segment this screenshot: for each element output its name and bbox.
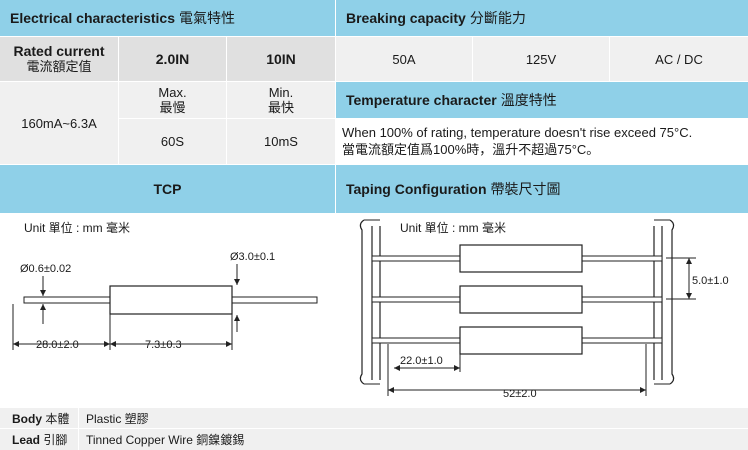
min-value: 10mS [264,134,298,149]
electrical-header: Electrical characteristics 電氣特性 [0,0,335,36]
taping-header: Taping Configuration 帶裝尺寸圖 [336,165,748,213]
max-label-cell: Max. 最慢 [119,82,226,118]
tcp-unit: Unit 單位 : mm 毫米 [24,221,131,235]
tcp-drawing: Unit 單位 : mm 毫米 Ø0.6±0.02 Ø3.0±0.1 28.0±… [0,214,335,406]
temperature-header: Temperature character 溫度特性 [336,82,748,118]
tcp-title: TCP [153,181,182,197]
dim-pitch: 5.0±1.0 [692,275,729,287]
body-value: Plastic 塑膠 [86,411,149,426]
temperature-line-zh: 當電流額定值爲100%時，溫升不超過75°C。 [342,142,600,157]
taping-title-zh: 帶裝尺寸圖 [490,181,561,197]
col-10in-label: 10IN [266,50,296,67]
col-2in-header: 2.0IN [119,37,226,81]
taping-diagram: 5.0±1.0 22.0±1.0 52±2.0 [359,219,729,400]
dim-offset: 22.0±1.0 [400,355,443,367]
breaking-voltage-text: 125V [525,51,557,67]
max-label-zh: 最慢 [159,100,186,115]
temperature-line-en: When 100% of rating, temperature doesn't… [342,125,693,140]
max-value: 60S [160,134,185,149]
body-label-zh: 本體 [45,411,70,426]
current-range-cell: 160mA~6.3A [0,82,118,164]
max-value-cell: 60S [119,119,226,164]
temperature-title: Temperature character [346,92,497,108]
dim-wire-diameter: Ø0.6±0.02 [20,263,71,275]
electrical-title-zh: 電氣特性 [179,10,235,26]
min-label-cell: Min. 最快 [227,82,335,118]
dim-lead-length: 28.0±2.0 [36,339,79,351]
dim-width: 52±2.0 [503,388,537,400]
taping-drawing: Unit 單位 : mm 毫米 [336,214,748,406]
electrical-title: Electrical characteristics [10,10,175,26]
breaking-current-text: 50A [392,51,416,67]
body-row: Body 本體 Plastic 塑膠 [0,408,748,428]
min-label: Min. [268,85,294,100]
current-range-text: 160mA~6.3A [21,115,97,131]
dim-body-length: 7.3±0.3 [145,339,182,351]
lead-value: Tinned Copper Wire 銅鎳鍍錫 [86,433,245,447]
temperature-title-zh: 溫度特性 [500,92,557,108]
tcp-header: TCP [0,165,335,213]
breaking-type-text: AC / DC [655,51,703,67]
min-label-zh: 最快 [267,100,294,115]
lead-label-zh: 引腳 [43,433,68,447]
breaking-title-zh: 分斷能力 [469,10,526,26]
lead-row: Lead 引腳 Tinned Copper Wire 銅鎳鍍錫 [0,429,748,450]
breaking-value-current: 50A [336,37,472,81]
temperature-text: When 100% of rating, temperature doesn't… [336,119,748,164]
min-value-cell: 10mS [227,119,335,164]
breaking-value-type: AC / DC [610,37,748,81]
max-label: Max. [158,85,187,100]
col-10in-header: 10IN [227,37,335,81]
body-label: Body [12,411,42,426]
rated-current-cell: Rated current 電流額定值 [0,37,118,81]
rated-current-label: Rated current [13,43,105,59]
tcp-diagram: Ø0.6±0.02 Ø3.0±0.1 28.0±2.0 7.3±0.3 [12,251,318,351]
taping-title: Taping Configuration [346,181,487,197]
lead-label: Lead [12,433,41,447]
breaking-title: Breaking capacity [346,10,466,26]
breaking-value-voltage: 125V [473,37,609,81]
dim-body-diameter: Ø3.0±0.1 [230,251,275,263]
col-2in-label: 2.0IN [155,50,190,67]
rated-current-label-zh: 電流額定值 [26,59,92,74]
taping-unit: Unit 單位 : mm 毫米 [400,221,507,235]
breaking-header: Breaking capacity 分斷能力 [336,0,748,36]
